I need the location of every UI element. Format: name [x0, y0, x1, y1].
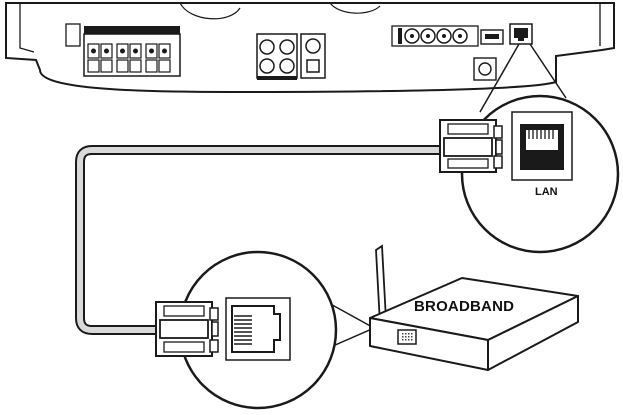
broadband-router-label: BROADBAND	[414, 298, 515, 315]
router-port-zoomed	[225, 297, 291, 361]
lan-port-label: LAN	[535, 186, 558, 198]
lan-port-zoomed	[511, 111, 573, 181]
rj45-plug-bottom	[155, 301, 219, 357]
rj45-plug-top	[439, 119, 503, 173]
audio-input-jacks	[256, 33, 326, 80]
ethernet-cable	[75, 145, 440, 335]
broadband-router	[369, 244, 579, 371]
lan-port-on-panel	[509, 23, 533, 45]
speaker-terminal-block	[83, 26, 181, 77]
antenna-jack	[473, 57, 497, 81]
av-output-jacks	[391, 25, 479, 47]
hdmi-port	[480, 29, 504, 45]
